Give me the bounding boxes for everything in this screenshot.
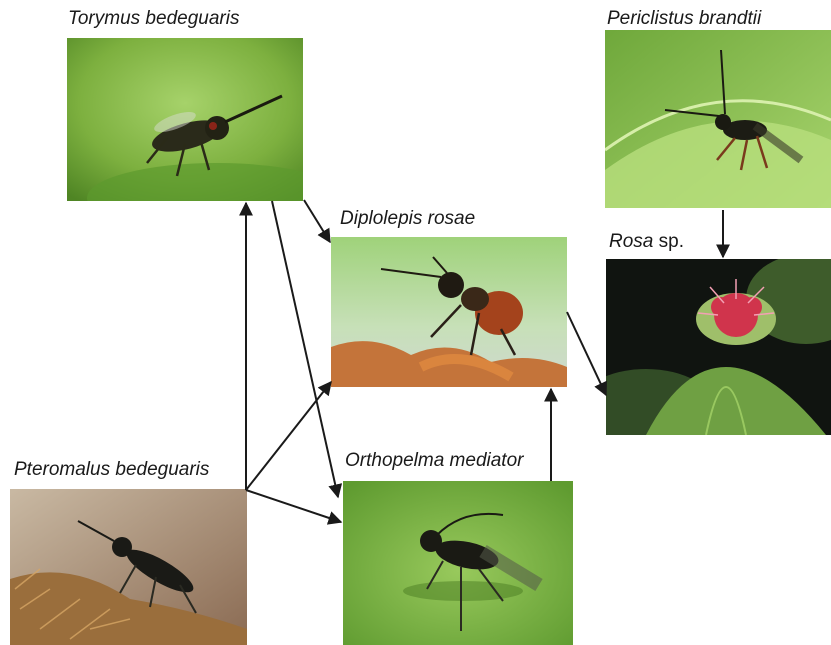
arrow-torymus-to-orthopelma [272, 201, 338, 497]
periclistus-photo [605, 30, 831, 208]
orthopelma-label: Orthopelma mediator [345, 450, 523, 472]
periclistus-label: Periclistus brandtii [607, 8, 761, 30]
torymus-photo [67, 38, 303, 201]
pteromalus-photo [10, 489, 247, 645]
torymus-label: Torymus bedeguaris [68, 8, 239, 30]
diplolepis-photo [331, 237, 567, 387]
rosa-photo [606, 259, 831, 435]
pteromalus-label: Pteromalus bedeguaris [14, 459, 209, 481]
arrow-diplolepis-to-rosa [567, 312, 606, 395]
rosa-label: Rosa sp. [609, 231, 684, 253]
orthopelma-photo [343, 481, 573, 645]
arrow-pteromalus-to-orthopelma [246, 490, 341, 522]
diplolepis-label: Diplolepis rosae [340, 208, 475, 230]
arrow-torymus-to-diplolepis [304, 200, 330, 242]
arrow-pteromalus-to-diplolepis [246, 382, 331, 490]
